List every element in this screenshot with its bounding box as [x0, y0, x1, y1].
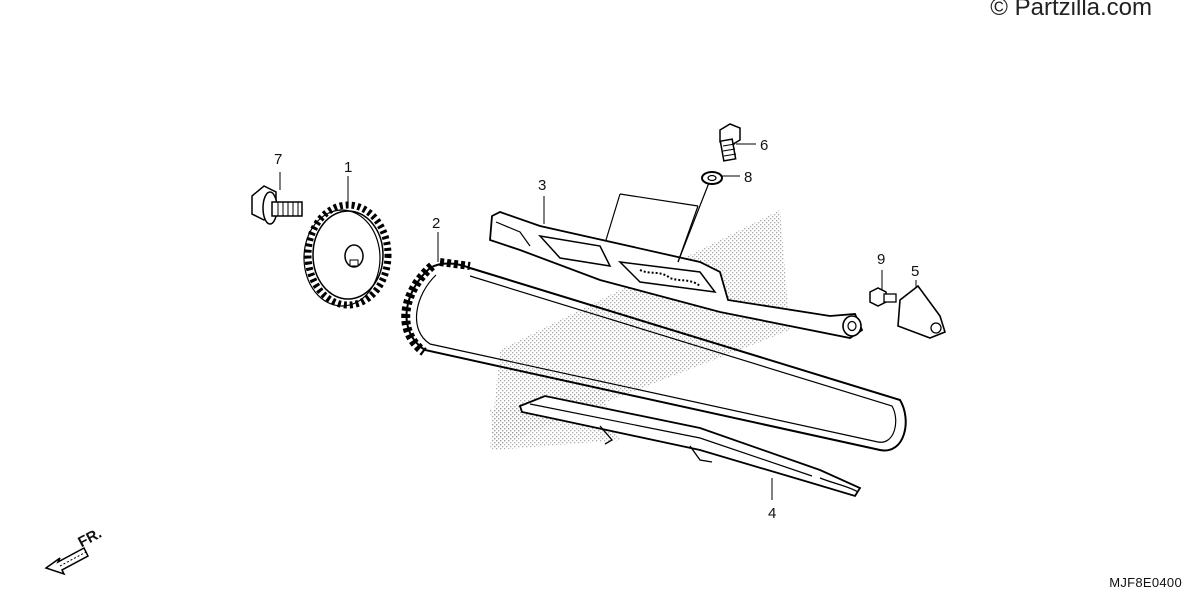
callout-1: 1 [344, 159, 352, 176]
part-6-bolt[interactable] [719, 123, 741, 162]
part-4-chain-guide[interactable] [518, 395, 862, 498]
watermark: © Partzilla.com [990, 0, 1152, 21]
part-9-small-bolt[interactable] [869, 287, 897, 307]
callout-4: 4 [768, 505, 776, 522]
part-3-tensioner-arm[interactable] [489, 174, 864, 339]
callout-9: 9 [877, 251, 885, 268]
part-7-flange-bolt[interactable] [251, 185, 303, 225]
callout-8: 8 [744, 169, 752, 186]
leader-lines [279, 143, 917, 500]
part-8-washer[interactable] [701, 171, 723, 185]
callout-7: 7 [274, 151, 282, 168]
callout-2: 2 [432, 215, 440, 232]
part-2-cam-chain[interactable] [401, 258, 907, 452]
part-1-cam-sprocket[interactable] [303, 201, 392, 309]
front-arrow: FR. [44, 525, 105, 576]
part-5-guide-plate[interactable] [897, 284, 946, 339]
callout-5: 5 [911, 263, 919, 280]
callout-6: 6 [760, 137, 768, 154]
front-label: FR. [75, 525, 104, 551]
diagram-code: MJF8E0400 [1109, 575, 1182, 590]
callout-labels: 7 1 2 3 4 5 6 8 9 [274, 137, 919, 522]
callout-3: 3 [538, 177, 546, 194]
